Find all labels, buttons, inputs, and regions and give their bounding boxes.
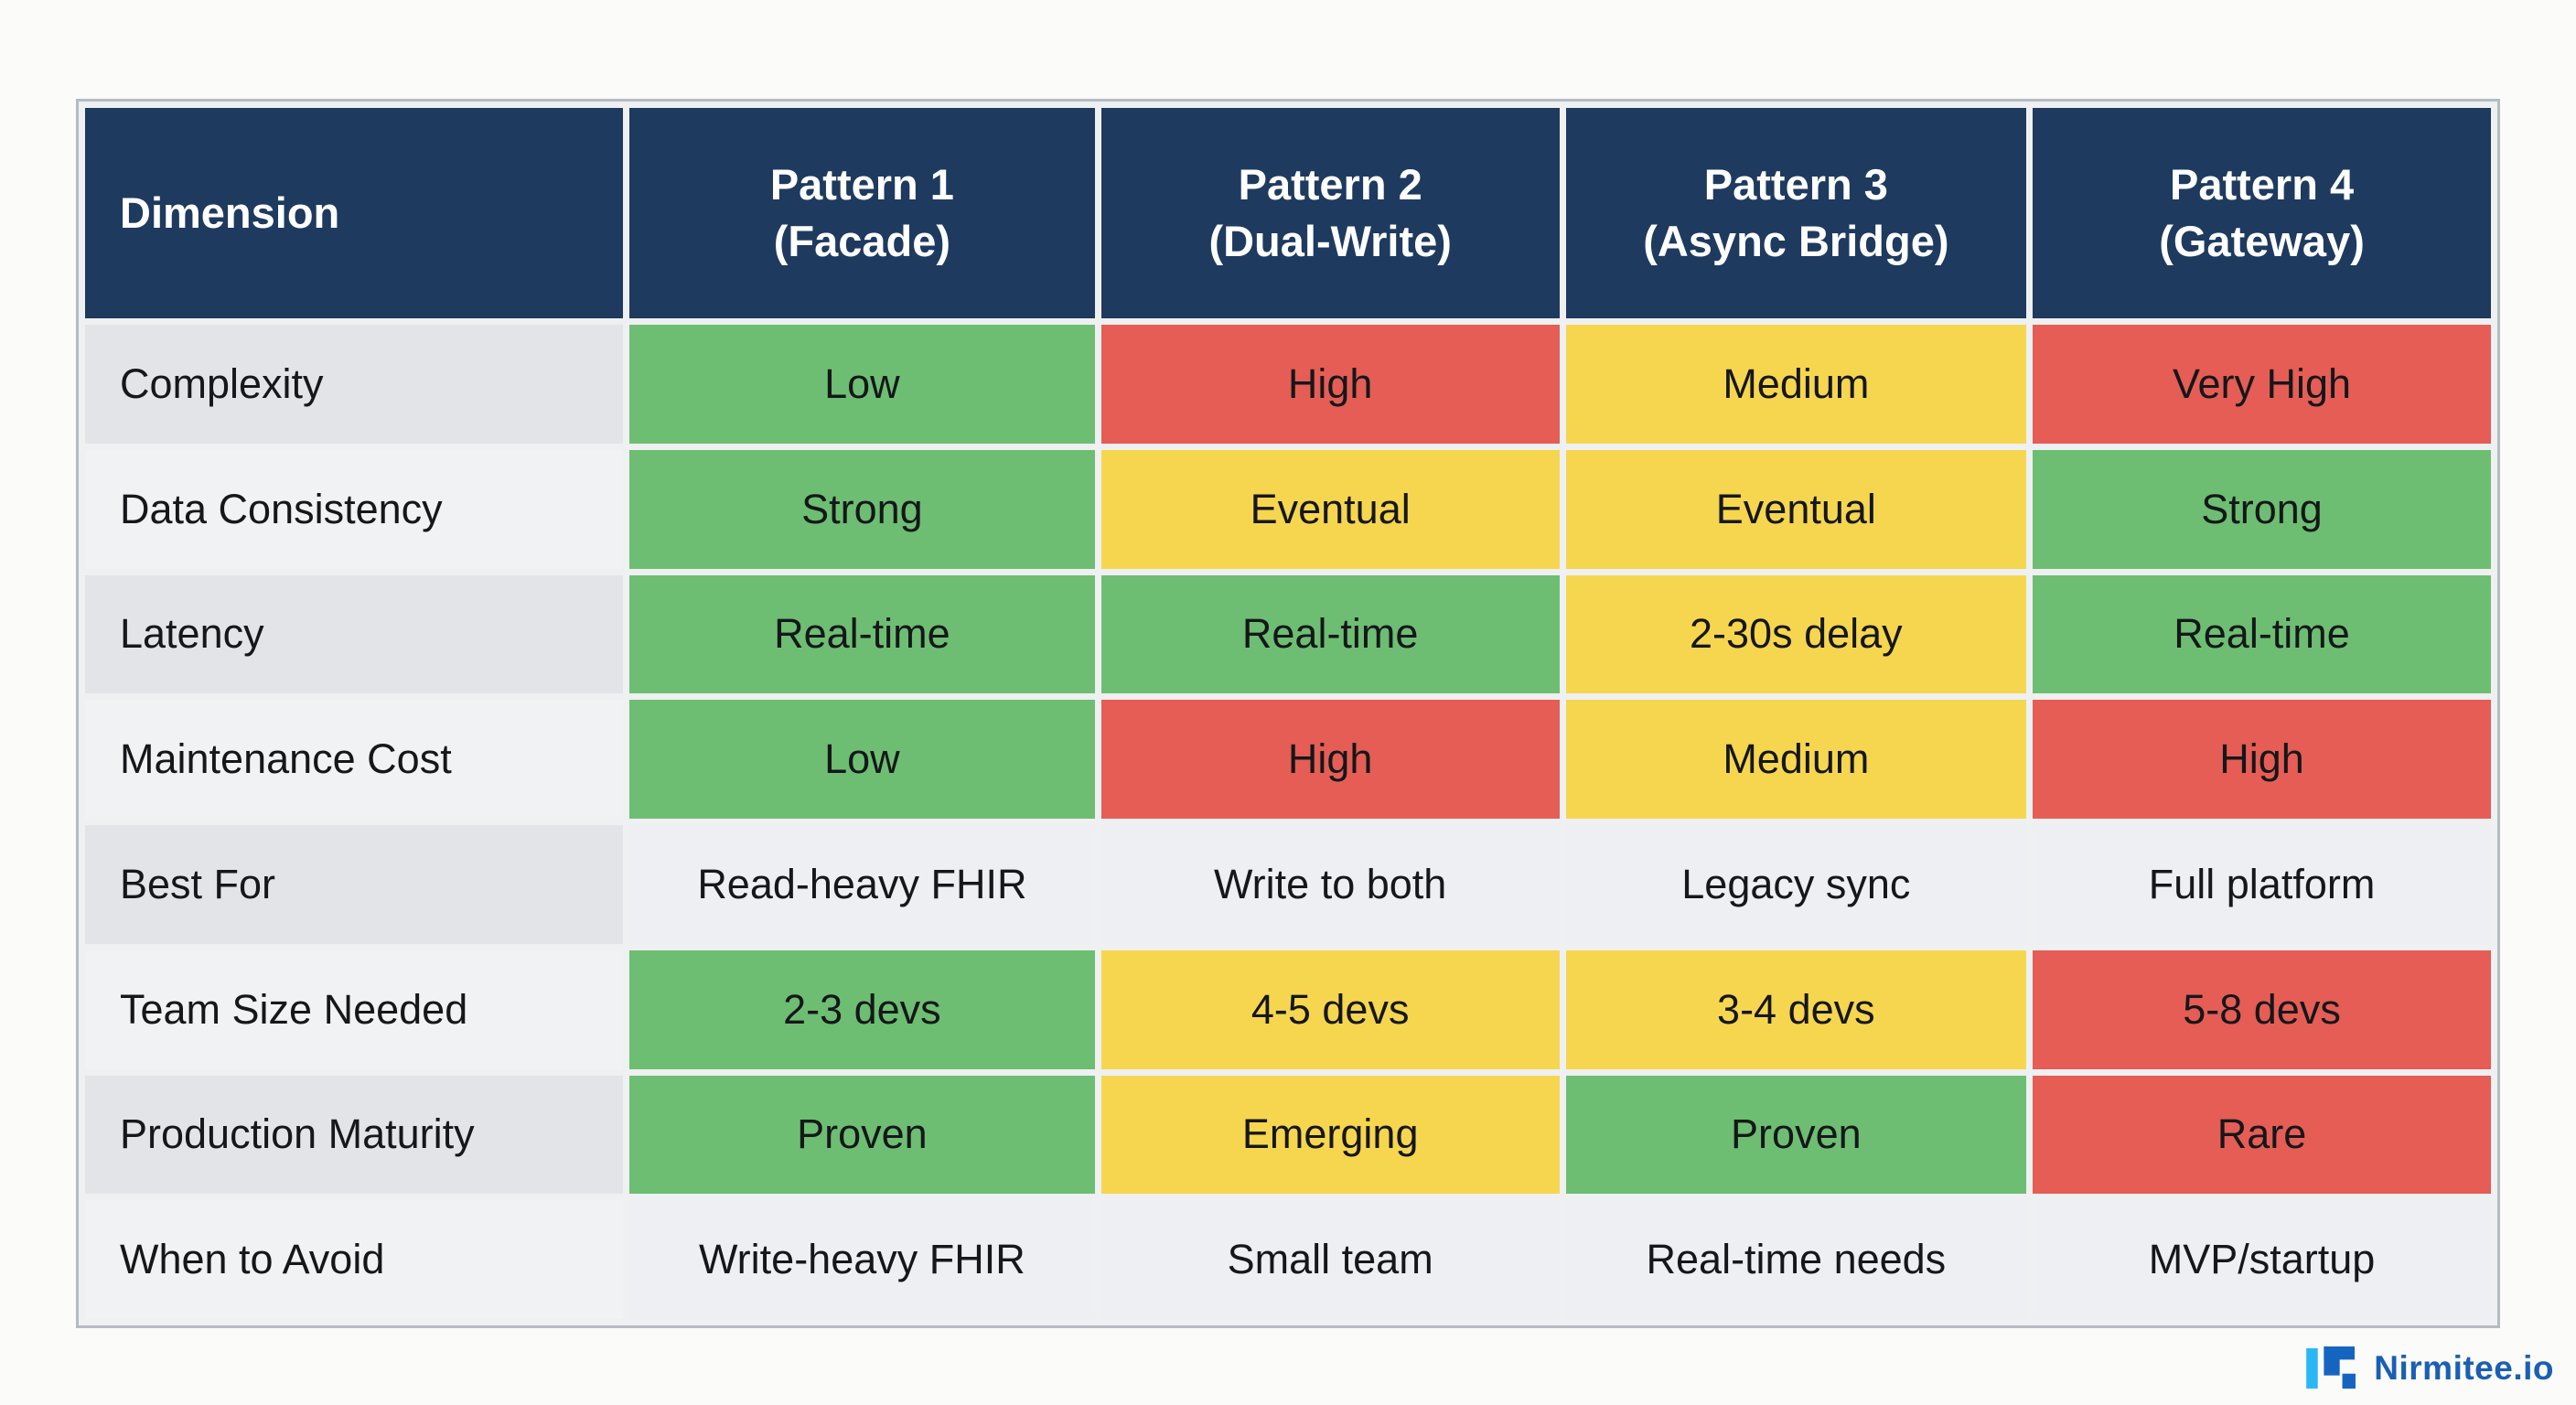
row-label: Latency: [85, 574, 624, 694]
nirmitee-logo-icon: [2306, 1346, 2356, 1389]
header-row: Dimension Pattern 1 (Facade) Pattern 2 (Dual…: [85, 108, 2491, 318]
table-cell: Very High: [2033, 325, 2491, 444]
comparison-table-container: Dimension Pattern 1 (Facade) Pattern 2 (Dual…: [76, 99, 2500, 1328]
row-label: Maintenance Cost: [85, 700, 624, 819]
table-cell: Emerging: [1100, 1075, 1560, 1195]
table-cell: Eventual: [1565, 449, 2027, 569]
table-cell: Real-time: [1100, 574, 1560, 694]
table-cell: Full platform: [2033, 825, 2491, 944]
table-cell: 4-5 devs: [1100, 949, 1560, 1069]
table-cell: Proven: [629, 1075, 1095, 1195]
brand-name: Nirmitee.io: [2374, 1349, 2554, 1387]
header-label: Dimension: [120, 188, 340, 237]
table-cell: Rare: [2033, 1075, 2491, 1195]
header-sublabel: (Gateway): [2159, 217, 2365, 265]
table-cell: Real-time needs: [1565, 1200, 2027, 1319]
row-label: Production Maturity: [85, 1075, 624, 1195]
header-label: Pattern 4: [2169, 159, 2355, 209]
table-cell: Read-heavy FHIR: [629, 825, 1095, 944]
table-cell: Write-heavy FHIR: [629, 1200, 1095, 1319]
table-cell: MVP/startup: [2033, 1200, 2491, 1319]
table-cell: 2-3 devs: [629, 949, 1095, 1069]
header-cell-pattern-1: Pattern 1 (Facade): [629, 108, 1095, 318]
comparison-table: Dimension Pattern 1 (Facade) Pattern 2 (Dual…: [76, 99, 2500, 1328]
table-cell: 5-8 devs: [2033, 949, 2491, 1069]
table-cell: Real-time: [629, 574, 1095, 694]
header-cell-pattern-2: Pattern 2 (Dual-Write): [1100, 108, 1560, 318]
header-cell-pattern-3: Pattern 3 (Async Bridge): [1565, 108, 2027, 318]
table-cell: Legacy sync: [1565, 825, 2027, 944]
table-cell: Strong: [2033, 449, 2491, 569]
table-cell: Strong: [629, 449, 1095, 569]
header-label: Pattern 2: [1238, 159, 1422, 209]
header-label: Pattern 1: [769, 159, 954, 209]
table-cell: High: [1100, 700, 1560, 819]
header-sublabel: (Facade): [773, 217, 951, 265]
header-sublabel: (Async Bridge): [1643, 217, 1949, 265]
table-cell: Proven: [1565, 1075, 2027, 1195]
row-label: Team Size Needed: [85, 949, 624, 1069]
table-cell: Low: [629, 325, 1095, 444]
table-cell: Low: [629, 700, 1095, 819]
row-label: When to Avoid: [85, 1200, 624, 1319]
row-label: Complexity: [85, 325, 624, 444]
table-cell: Small team: [1100, 1200, 1560, 1319]
table-cell: Medium: [1565, 325, 2027, 444]
table-cell: 3-4 devs: [1565, 949, 2027, 1069]
table-cell: High: [2033, 700, 2491, 819]
row-label: Best For: [85, 825, 624, 944]
row-label: Data Consistency: [85, 449, 624, 569]
header-sublabel: (Dual-Write): [1208, 217, 1452, 265]
table-cell: Write to both: [1100, 825, 1560, 944]
header-cell-dimension: Dimension: [85, 108, 624, 318]
table-cell: Real-time: [2033, 574, 2491, 694]
table-cell: 2-30s delay: [1565, 574, 2027, 694]
header-label: Pattern 3: [1703, 159, 1888, 209]
brand-logo: Nirmitee.io: [2306, 1346, 2554, 1390]
header-cell-pattern-4: Pattern 4 (Gateway): [2033, 108, 2491, 318]
table-cell: Eventual: [1100, 449, 1560, 569]
table-cell: High: [1100, 325, 1560, 444]
table-cell: Medium: [1565, 700, 2027, 819]
